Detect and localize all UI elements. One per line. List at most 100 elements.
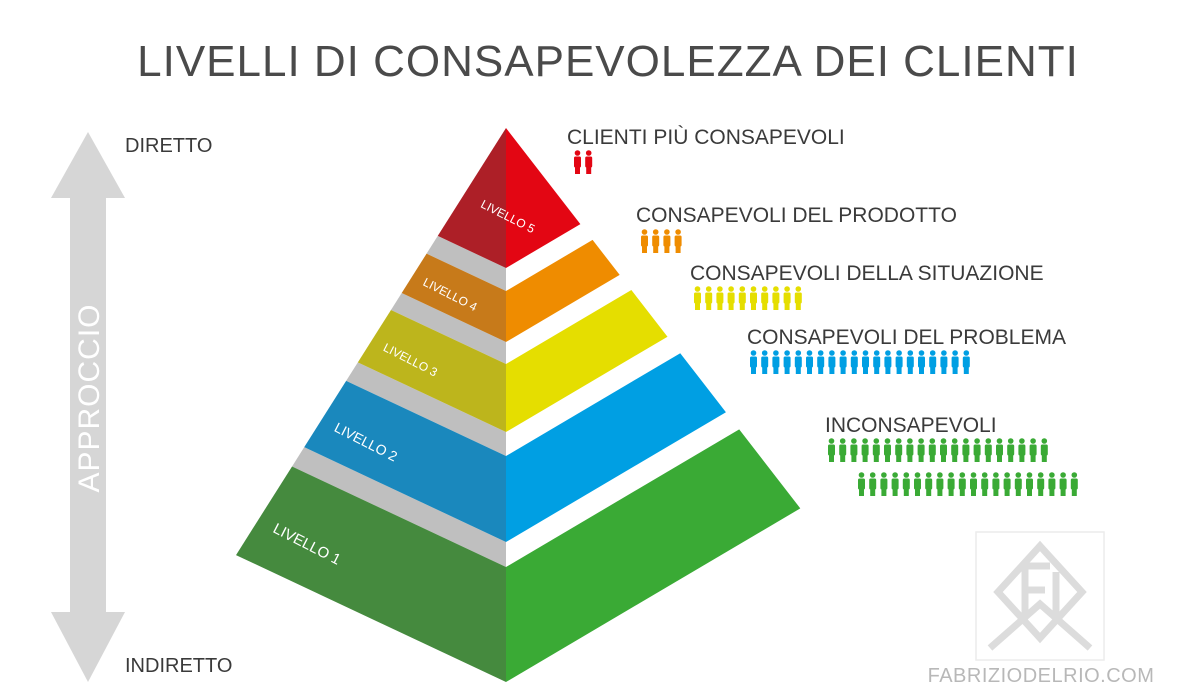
person-icon [641, 229, 648, 253]
person-icon [962, 438, 970, 462]
approach-arrow: APPROCCIO [51, 132, 125, 682]
pyramid-separator [426, 235, 506, 291]
watermark-logo-icon [987, 540, 1093, 651]
pyramid-separator [346, 362, 506, 456]
person-icon [705, 286, 713, 310]
person-icon [928, 438, 936, 462]
pyramid-tier-right-face [506, 429, 801, 682]
people-group [574, 150, 593, 174]
person-icon [674, 229, 682, 253]
person-icon [663, 229, 671, 253]
person-icon [1059, 472, 1067, 496]
person-icon [940, 438, 947, 462]
pyramid-tier-right-face [506, 290, 668, 432]
people-group [750, 350, 970, 374]
person-icon [947, 472, 955, 496]
axis-bottom-label: INDIRETTO [125, 655, 232, 677]
person-icon [880, 472, 888, 496]
pyramid-separator [292, 447, 506, 567]
person-icon [858, 472, 865, 496]
person-icon [761, 286, 769, 310]
person-icon [973, 438, 981, 462]
watermark: FABRIZIODELRIO.COM [928, 531, 1155, 687]
page-title: LIVELLI DI CONSAPEVOLEZZA DEI CLIENTI [137, 37, 1079, 86]
approach-arrow-down-icon [51, 612, 125, 682]
axis-label: APPROCCIO [73, 303, 106, 492]
person-icon [727, 286, 735, 310]
person-icon [895, 438, 903, 462]
person-icon [750, 286, 757, 310]
person-icon [772, 350, 780, 374]
person-icon [918, 350, 925, 374]
person-icon [1029, 438, 1037, 462]
tier-legend: CLIENTI PIÙ CONSAPEVOLI CONSAPEVOLI DEL P… [567, 126, 1078, 496]
person-icon [750, 350, 757, 374]
person-icon [914, 472, 921, 496]
person-icon [1026, 472, 1033, 496]
person-icon [1003, 472, 1011, 496]
person-icon [992, 472, 1000, 496]
tier-description: CONSAPEVOLI DELLA SITUAZIONE [690, 262, 1044, 285]
tier-description: CLIENTI PIÙ CONSAPEVOLI [567, 126, 845, 149]
person-icon [761, 350, 769, 374]
person-icon [716, 286, 724, 310]
person-icon [1070, 472, 1078, 496]
person-icon [951, 350, 959, 374]
person-icon [929, 350, 937, 374]
person-icon [891, 472, 899, 496]
axis-top-label: DIRETTO [125, 135, 212, 157]
pyramid-tier-right-face [506, 128, 581, 268]
tier-description: INCONSAPEVOLI [825, 414, 997, 437]
person-icon [862, 350, 869, 374]
person-icon [806, 350, 813, 374]
person-icon [694, 286, 701, 310]
person-icon [872, 438, 880, 462]
person-icon [652, 229, 660, 253]
person-icon [574, 150, 581, 174]
person-icon [895, 350, 903, 374]
person-icon [906, 350, 914, 374]
person-icon [1037, 472, 1045, 496]
person-icon [940, 350, 948, 374]
people-group [694, 286, 802, 310]
approach-arrow-up-icon [51, 132, 125, 198]
pyramid-tier-right-face [506, 239, 620, 342]
tier-description: CONSAPEVOLI DEL PRODOTTO [636, 204, 957, 227]
person-icon [783, 350, 791, 374]
person-icon [828, 350, 836, 374]
watermark-text: FABRIZIODELRIO.COM [928, 665, 1155, 687]
person-icon [884, 438, 891, 462]
person-icon [873, 350, 881, 374]
pyramid-separator [390, 292, 506, 364]
person-icon [861, 438, 869, 462]
person-icon [984, 438, 992, 462]
person-icon [772, 286, 780, 310]
pyramid-tier-left-face [357, 309, 506, 432]
person-icon [828, 438, 835, 462]
person-icon [958, 472, 966, 496]
person-icon [585, 150, 593, 174]
people-group [641, 229, 682, 253]
pyramid-tier-right-face [506, 353, 726, 542]
person-icon [1007, 438, 1015, 462]
person-icon [869, 472, 877, 496]
person-icon [902, 472, 910, 496]
person-icon [783, 286, 791, 310]
person-icon [996, 438, 1003, 462]
person-icon [1014, 472, 1022, 496]
pyramid-tier-left-face [437, 128, 506, 268]
person-icon [962, 350, 970, 374]
watermark-logo-frame [975, 531, 1105, 661]
person-icon [925, 472, 933, 496]
person-icon [839, 350, 847, 374]
person-icon [951, 438, 959, 462]
person-icon [794, 350, 802, 374]
person-icon [906, 438, 914, 462]
person-icon [917, 438, 925, 462]
person-icon [884, 350, 892, 374]
person-icon [1040, 438, 1048, 462]
person-icon [850, 438, 858, 462]
person-icon [817, 350, 825, 374]
